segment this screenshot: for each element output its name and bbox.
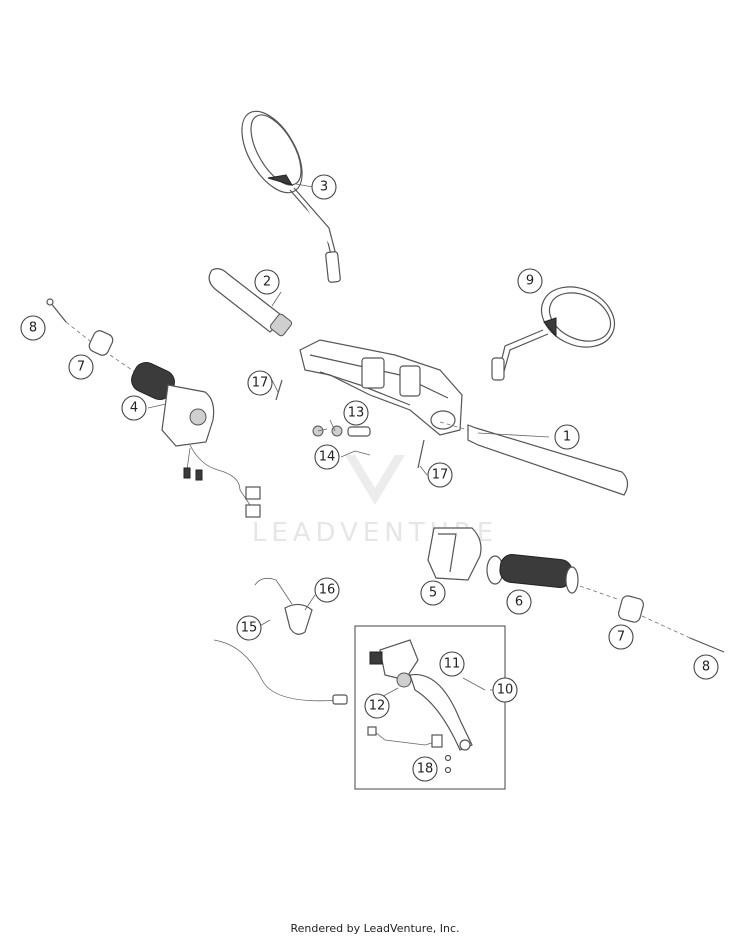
svg-text:2: 2 bbox=[263, 275, 271, 290]
callout-13: 13 bbox=[343, 400, 369, 426]
callout-8-left: 8 bbox=[20, 315, 46, 341]
svg-text:16: 16 bbox=[319, 583, 336, 598]
callout-10: 10 bbox=[492, 677, 518, 703]
svg-text:14: 14 bbox=[319, 450, 336, 465]
footer-credit: Rendered by LeadVenture, Inc. bbox=[290, 922, 460, 935]
clutch-cable bbox=[213, 577, 348, 705]
svg-text:6: 6 bbox=[515, 595, 523, 610]
right-bar-end bbox=[579, 585, 725, 653]
svg-text:8: 8 bbox=[29, 321, 37, 336]
right-mirror bbox=[491, 286, 616, 381]
callout-4: 4 bbox=[121, 395, 147, 421]
svg-text:12: 12 bbox=[369, 699, 386, 714]
left-switch-assembly bbox=[131, 361, 261, 518]
svg-text:3: 3 bbox=[320, 180, 328, 195]
svg-text:17: 17 bbox=[252, 376, 269, 391]
callout-17-left: 17 bbox=[247, 370, 273, 396]
callout-16: 16 bbox=[314, 577, 340, 603]
svg-text:10: 10 bbox=[497, 683, 514, 698]
lever-cover bbox=[284, 603, 313, 635]
callout-6: 6 bbox=[506, 589, 532, 615]
svg-text:13: 13 bbox=[348, 406, 365, 421]
callout-11: 11 bbox=[439, 651, 465, 677]
handlebar-clamp bbox=[299, 339, 463, 436]
svg-text:17: 17 bbox=[432, 468, 449, 483]
svg-text:5: 5 bbox=[429, 586, 437, 601]
callout-7-left: 7 bbox=[68, 354, 94, 380]
svg-text:9: 9 bbox=[526, 274, 534, 289]
callout-14: 14 bbox=[314, 444, 340, 470]
callout-9: 9 bbox=[517, 268, 543, 294]
callout-3: 3 bbox=[311, 174, 337, 200]
svg-text:15: 15 bbox=[241, 621, 258, 636]
callout-17-right: 17 bbox=[427, 462, 453, 488]
handlebar-tube bbox=[439, 421, 629, 496]
clamp-fasteners bbox=[275, 379, 425, 469]
left-bar-end bbox=[46, 298, 136, 373]
svg-text:11: 11 bbox=[444, 657, 461, 672]
callouts: 1 2 3 4 5 6 7 7 8 8 9 10 11 12 13 14 15 … bbox=[20, 174, 719, 782]
left-mirror bbox=[241, 110, 341, 283]
callout-1: 1 bbox=[554, 424, 580, 450]
svg-text:4: 4 bbox=[130, 401, 138, 416]
svg-text:8: 8 bbox=[702, 660, 710, 675]
callout-7-right: 7 bbox=[608, 624, 634, 650]
lever-assembly-box bbox=[354, 625, 506, 790]
callout-8-right: 8 bbox=[693, 654, 719, 680]
callout-12: 12 bbox=[364, 693, 390, 719]
svg-text:18: 18 bbox=[417, 762, 434, 777]
right-grip bbox=[486, 554, 579, 594]
callout-2: 2 bbox=[254, 269, 280, 295]
callout-5: 5 bbox=[420, 580, 446, 606]
callout-15: 15 bbox=[236, 615, 262, 641]
handlebar-left-section bbox=[208, 268, 293, 337]
callout-18: 18 bbox=[412, 756, 438, 782]
svg-text:7: 7 bbox=[617, 630, 625, 645]
right-switch bbox=[427, 527, 482, 581]
svg-text:7: 7 bbox=[77, 360, 85, 375]
svg-text:1: 1 bbox=[563, 430, 571, 445]
